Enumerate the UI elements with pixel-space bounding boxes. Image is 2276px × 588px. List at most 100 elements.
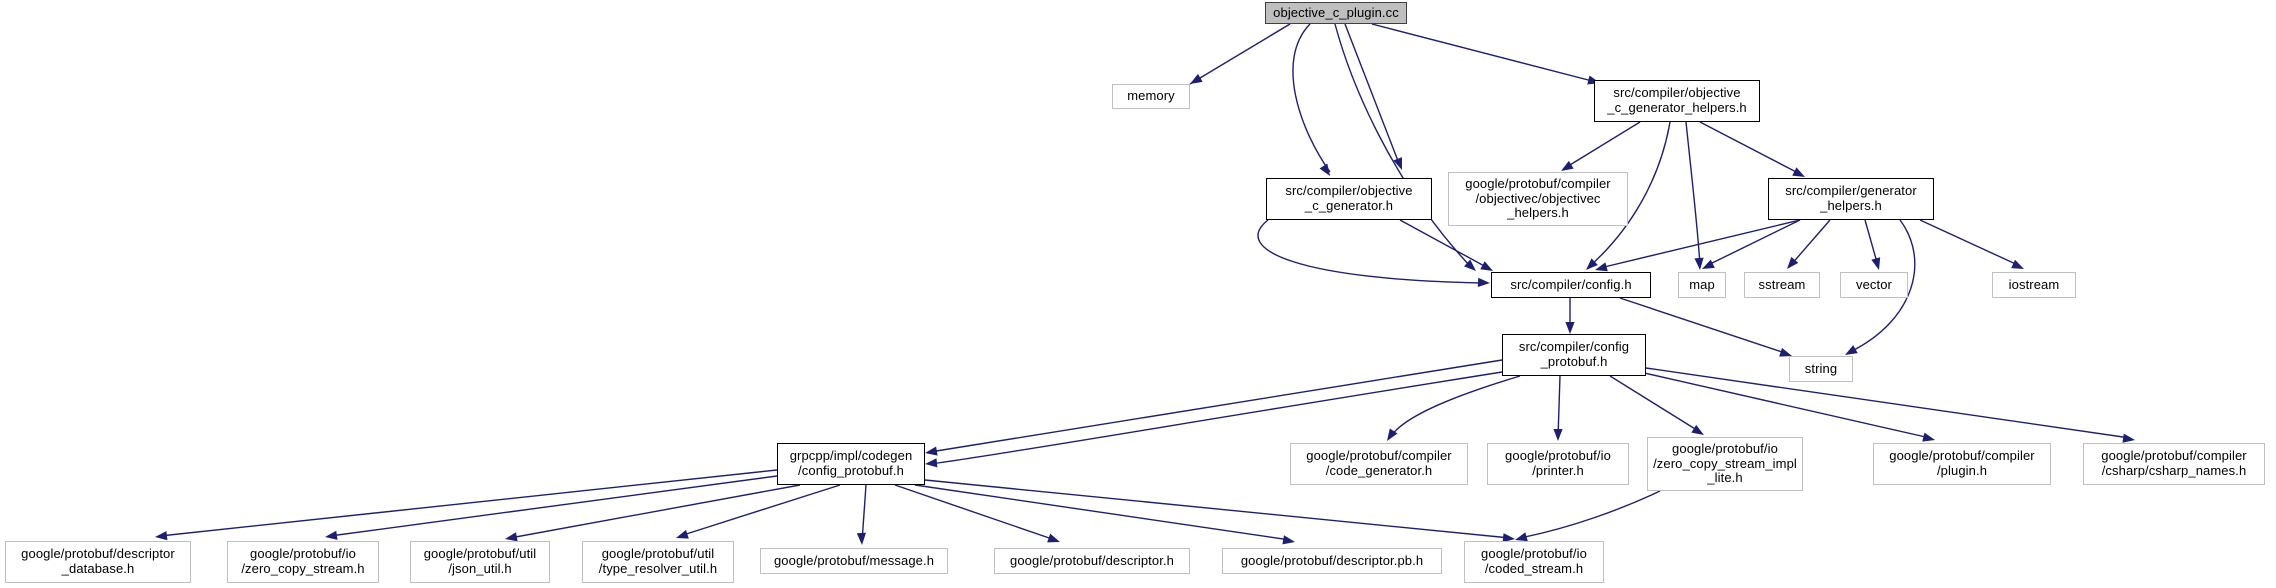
- graph-node-config_pb[interactable]: src/compiler/config _protobuf.h: [1502, 334, 1646, 376]
- graph-edge: [1389, 375, 1521, 439]
- graph-node-label: google/protobuf/descriptor.pb.h: [1240, 552, 1424, 568]
- graph-edge: [929, 371, 1503, 465]
- graph-node-pb_zcs[interactable]: google/protobuf/io /zero_copy_stream.h: [227, 541, 379, 583]
- graph-node-pb_descriptor[interactable]: google/protobuf/descriptor.h: [994, 548, 1190, 574]
- graph-edge-arrowhead: [1464, 259, 1476, 271]
- graph-node-label: grpcpp/impl/codegen /config_protobuf.h: [789, 448, 913, 478]
- graph-node-pb_desc_db[interactable]: google/protobuf/descriptor _database.h: [5, 541, 191, 583]
- graph-node-config[interactable]: src/compiler/config.h: [1491, 272, 1651, 298]
- graph-edge: [1399, 219, 1489, 269]
- graph-edge: [329, 475, 778, 537]
- graph-edge-arrowhead: [1480, 261, 1493, 271]
- graph-node-pb_coded_stream[interactable]: google/protobuf/io /coded_stream.h: [1464, 541, 1604, 583]
- graph-edge-arrowhead: [1047, 533, 1060, 543]
- graph-edge-arrowhead: [856, 532, 866, 545]
- graph-node-pb_descriptor_pb[interactable]: google/protobuf/descriptor.pb.h: [1222, 548, 1442, 574]
- graph-edge-arrowhead: [1553, 429, 1563, 441]
- graph-node-label: google/protobuf/io /coded_stream.h: [1481, 546, 1587, 576]
- graph-node-label: iostream: [2008, 276, 2060, 292]
- graph-edge: [1564, 121, 1641, 169]
- graph-node-label: sstream: [1758, 276, 1806, 292]
- graph-edge: [861, 484, 867, 543]
- graph-edge: [1189, 23, 1291, 85]
- graph-edge: [679, 484, 841, 537]
- graph-edge: [1344, 23, 1401, 167]
- graph-node-iostream[interactable]: iostream: [1992, 272, 2076, 298]
- graph-edge: [1864, 219, 1879, 267]
- graph-node-pb_csharp[interactable]: google/protobuf/compiler /csharp/csharp_…: [2083, 443, 2265, 485]
- graph-node-objc_gen[interactable]: src/compiler/objective _c_generator.h: [1266, 178, 1432, 220]
- graph-node-vector[interactable]: vector: [1840, 272, 1908, 298]
- graph-edge-arrowhead: [1845, 345, 1858, 355]
- graph-node-string[interactable]: string: [1789, 356, 1853, 382]
- graph-edge: [1371, 23, 1597, 83]
- graph-edge: [1557, 375, 1561, 439]
- graph-node-grpcpp_cfg[interactable]: grpcpp/impl/codegen /config_protobuf.h: [777, 443, 925, 485]
- graph-node-pb_printer[interactable]: google/protobuf/io /printer.h: [1487, 443, 1629, 485]
- graph-edge-arrowhead: [1565, 322, 1575, 334]
- graph-node-label: google/protobuf/io /zero_copy_stream_imp…: [1653, 441, 1797, 486]
- graph-edge-arrowhead: [1515, 532, 1528, 542]
- graph-edge-arrowhead: [1922, 432, 1935, 442]
- graph-edge-arrowhead: [1319, 163, 1330, 176]
- graph-node-label: google/protobuf/io /printer.h: [1505, 448, 1611, 478]
- graph-edge: [1257, 219, 1487, 284]
- graph-node-label: src/compiler/config _protobuf.h: [1518, 339, 1630, 369]
- graph-edge: [159, 469, 778, 537]
- graph-node-objc_gen_help[interactable]: src/compiler/objective _c_generator_help…: [1594, 80, 1760, 122]
- graph-edge: [1292, 23, 1331, 173]
- graph-node-sstream[interactable]: sstream: [1744, 272, 1820, 298]
- graph-node-pb_plugin[interactable]: google/protobuf/compiler /plugin.h: [1873, 443, 2051, 485]
- graph-node-label: src/compiler/objective _c_generator_help…: [1607, 85, 1747, 115]
- graph-node-label: string: [1804, 360, 1838, 376]
- graph-edge: [1609, 375, 1701, 433]
- graph-node-label: google/protobuf/compiler /plugin.h: [1889, 448, 2035, 478]
- graph-node-map[interactable]: map: [1678, 272, 1726, 298]
- graph-edge: [1705, 219, 1801, 267]
- graph-edge: [1849, 219, 1916, 353]
- graph-edge-arrowhead: [325, 530, 338, 540]
- graph-node-label: objective_c_plugin.cc: [1273, 4, 1399, 20]
- graph-edge: [1639, 371, 1931, 439]
- graph-edge: [914, 484, 1291, 541]
- graph-node-pb_objc_help[interactable]: google/protobuf/compiler /objectivec/obj…: [1448, 172, 1628, 226]
- graph-edge-arrowhead: [1595, 262, 1608, 272]
- graph-node-memory[interactable]: memory: [1112, 84, 1190, 109]
- graph-edge-arrowhead: [1477, 277, 1490, 287]
- graph-node-pb_message[interactable]: google/protobuf/message.h: [760, 548, 948, 574]
- graph-edge: [924, 479, 1511, 539]
- graph-edge-arrowhead: [1779, 347, 1792, 357]
- graph-node-label: google/protobuf/util /json_util.h: [423, 546, 537, 576]
- graph-edge-arrowhead: [1691, 424, 1704, 435]
- graph-node-pb_type_resolver[interactable]: google/protobuf/util /type_resolver_util…: [582, 541, 734, 583]
- graph-edge-arrowhead: [1393, 157, 1402, 170]
- graph-edge-arrowhead: [676, 529, 689, 539]
- graph-edge-arrowhead: [2122, 433, 2135, 443]
- graph-edge-arrowhead: [505, 532, 518, 542]
- graph-node-pb_zcs_impl[interactable]: google/protobuf/io /zero_copy_stream_imp…: [1647, 437, 1803, 491]
- graph-edge: [1919, 219, 2021, 267]
- graph-edge-arrowhead: [1561, 160, 1574, 171]
- graph-node-label: src/compiler/generator _helpers.h: [1785, 183, 1917, 213]
- graph-edge-arrowhead: [1387, 428, 1398, 441]
- graph-node-root[interactable]: objective_c_plugin.cc: [1265, 2, 1407, 24]
- graph-node-label: google/protobuf/descriptor _database.h: [21, 546, 175, 576]
- graph-node-label: google/protobuf/compiler /objectivec/obj…: [1465, 176, 1611, 221]
- graph-edge: [1599, 219, 1801, 269]
- graph-edge-arrowhead: [1190, 73, 1203, 84]
- graph-edge-arrowhead: [1702, 259, 1715, 269]
- graph-node-pb_code_gen[interactable]: google/protobuf/compiler /code_generator…: [1290, 443, 1468, 485]
- graph-edge-arrowhead: [925, 446, 938, 456]
- graph-node-label: google/protobuf/descriptor.h: [1010, 552, 1174, 568]
- graph-node-pb_json_util[interactable]: google/protobuf/util /json_util.h: [410, 541, 550, 583]
- graph-node-label: src/compiler/objective _c_generator.h: [1285, 183, 1413, 213]
- graph-edge: [1519, 490, 1661, 539]
- graph-node-label: google/protobuf/compiler /code_generator…: [1306, 448, 1452, 478]
- graph-edge-arrowhead: [2011, 259, 2024, 269]
- graph-edge: [1789, 219, 1831, 267]
- graph-edge: [1619, 297, 1789, 355]
- graph-node-gen_help[interactable]: src/compiler/generator _helpers.h: [1768, 178, 1934, 220]
- graph-edge: [1334, 23, 1471, 267]
